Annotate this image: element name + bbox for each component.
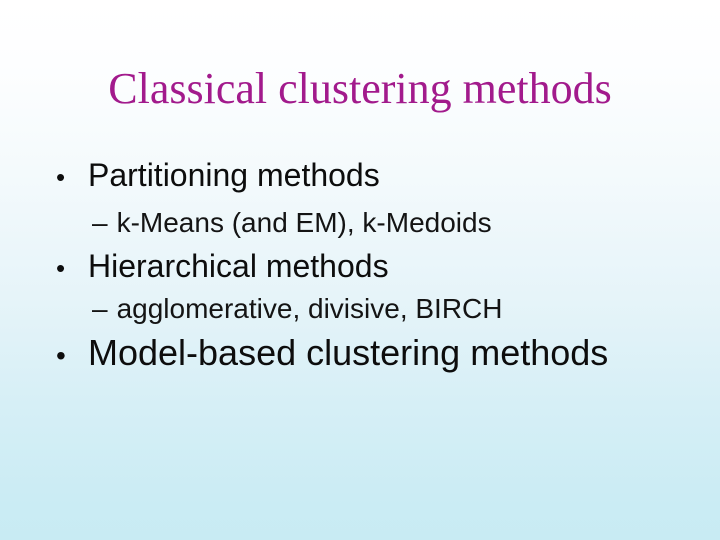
bullet-partitioning-methods: • Partitioning methods bbox=[56, 157, 380, 194]
sub-bullet-kmeans: – k-Means (and EM), k-Medoids bbox=[92, 207, 492, 238]
sub-bullet-text: agglomerative, divisive, BIRCH bbox=[116, 293, 503, 324]
bullet-hierarchical-methods: • Hierarchical methods bbox=[56, 248, 389, 285]
bullet-text: Hierarchical methods bbox=[88, 248, 389, 284]
bullet-text: Partitioning methods bbox=[88, 157, 380, 193]
dash-marker-icon: – bbox=[92, 293, 108, 324]
bullet-model-based-methods: • Model-based clustering methods bbox=[56, 332, 609, 373]
bullet-dot-icon: • bbox=[56, 162, 66, 192]
bullet-text: Model-based clustering methods bbox=[88, 332, 609, 373]
dash-marker-icon: – bbox=[92, 207, 108, 238]
sub-bullet-agglomerative: – agglomerative, divisive, BIRCH bbox=[92, 293, 503, 324]
slide-title: Classical clustering methods bbox=[108, 64, 612, 113]
bullet-dot-icon: • bbox=[56, 253, 66, 283]
bullet-dot-icon: • bbox=[56, 340, 66, 371]
sub-bullet-text: k-Means (and EM), k-Medoids bbox=[116, 207, 492, 238]
